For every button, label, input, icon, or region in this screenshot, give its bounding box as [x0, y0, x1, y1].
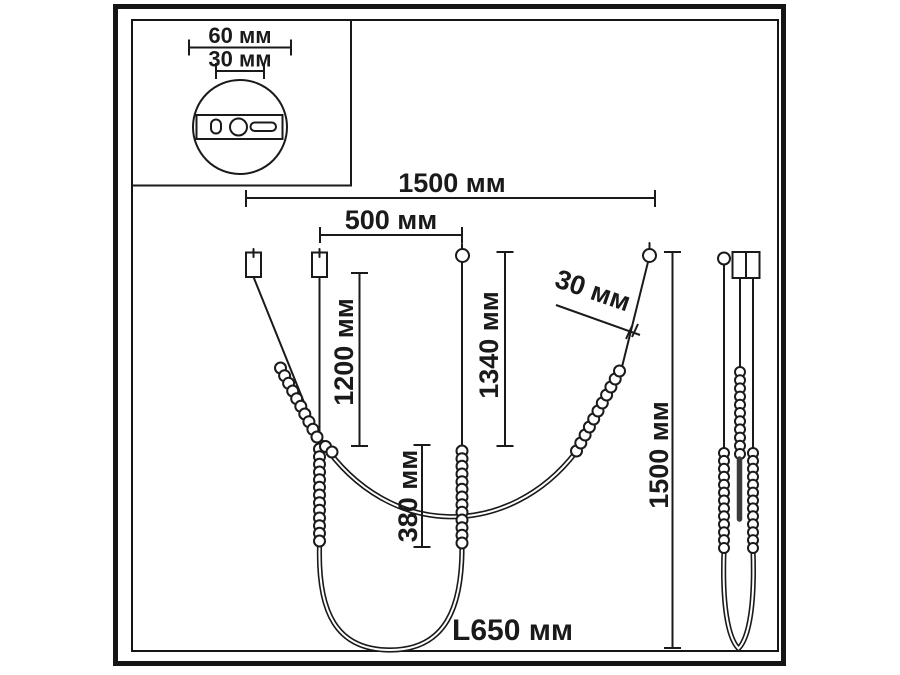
front-view [245, 242, 657, 653]
side-view [717, 251, 761, 653]
drop-ball-right [642, 248, 657, 263]
canopy-hole-slot [249, 121, 277, 132]
side-loop-cord-core [722, 549, 755, 650]
dim-drop-left: 1200 мм [329, 272, 368, 447]
dim-label-mount-spacing: 500 мм [345, 205, 438, 235]
frame-outer-border [113, 4, 786, 666]
dim-bead-section: 380 мм [393, 444, 431, 548]
drop-ball-middle [455, 248, 470, 263]
catenary-cord-outline [319, 439, 579, 520]
side-bead-chain-left [718, 447, 730, 554]
break-tick [625, 325, 633, 340]
dim-cord-offset: 30 мм [551, 264, 641, 340]
dim-label-total-height: 1500 мм [644, 401, 674, 509]
bead [325, 445, 339, 459]
bead-chain-below-crossing [313, 442, 326, 548]
bead [747, 542, 759, 554]
detail-box-border [131, 19, 352, 187]
bead [310, 430, 324, 444]
dim-label-drop-middle: 1340 мм [474, 291, 504, 399]
bead-chain-catenary-start [319, 440, 339, 459]
dim-canopy-inner: 30 мм [208, 47, 272, 79]
side-drop-ball [717, 251, 731, 266]
bead-chain-right-diagonal [570, 364, 626, 458]
dim-total-width: 1500 мм [245, 168, 656, 207]
bead [455, 536, 469, 550]
bead-chain-middle [455, 444, 469, 550]
cord-right-diagonal [620, 261, 649, 372]
catenary-cord-core [321, 441, 577, 518]
side-bead-chain-right [747, 447, 759, 554]
side-loop-cord-outline [721, 547, 756, 653]
dim-label-canopy-inner: 30 мм [208, 47, 271, 72]
bead [313, 534, 326, 548]
dim-drop-middle: 1340 мм [474, 251, 514, 447]
loop-cord-outline [316, 544, 465, 653]
canopy-hole-oval [210, 118, 222, 135]
bead [718, 542, 730, 554]
dim-mount-spacing: 500 мм [319, 205, 463, 243]
dim-label-loop-length: L650 мм [452, 614, 573, 647]
frame-inner-border [131, 19, 779, 652]
side-bead-chain-middle [734, 366, 746, 460]
dim-label-drop-left: 1200 мм [329, 298, 359, 406]
dim-label-bead-section: 380 мм [393, 450, 423, 543]
loop-cord-core [318, 546, 463, 652]
bead [613, 364, 626, 378]
bead-chain-left-diagonal [274, 361, 324, 444]
canopy-hole-center [229, 117, 248, 137]
dim-total-height: 1500 мм [644, 251, 681, 649]
dim-label-canopy-outer: 60 мм [208, 23, 271, 48]
break-tick [631, 323, 639, 338]
dim-label-total-width: 1500 мм [398, 168, 506, 198]
canopy-detail-panel: 60 мм 30 мм [131, 19, 352, 187]
dim-label-cord-offset: 30 мм [551, 264, 634, 318]
dim-canopy-outer: 60 мм [188, 23, 292, 56]
leader-line [555, 304, 641, 336]
